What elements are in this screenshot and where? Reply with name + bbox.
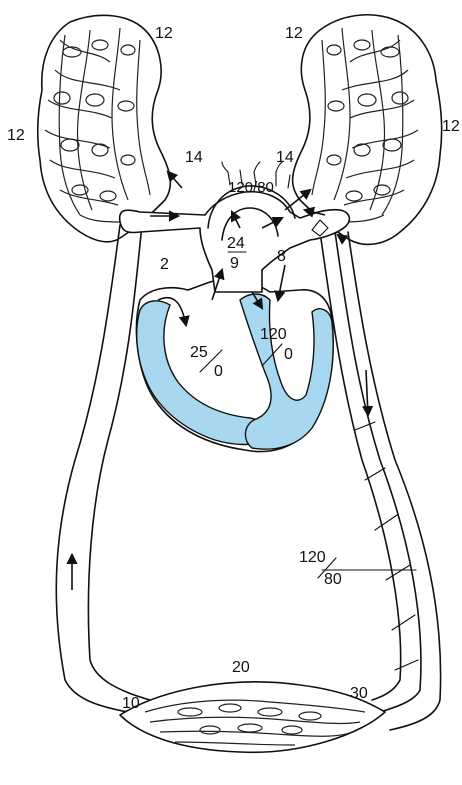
left-lung [38,15,171,242]
label-left-atrium: 8 [277,248,286,265]
label-left-ventricle-den: 0 [284,346,293,363]
label-pulm-artery-right: 14 [276,149,294,166]
label-capillary-arterial: 30 [350,685,368,702]
systemic-arteries [320,232,441,730]
label-pulm-trunk-num: 24 [227,235,245,252]
label-systemic-artery-num: 120 [299,549,326,566]
label-systemic-artery-den: 80 [324,571,342,588]
label-lung-right-side: 12 [442,118,460,135]
label-capillary-mid: 20 [232,659,250,676]
label-lung-left-side: 12 [7,127,25,144]
label-right-ventricle-den: 0 [214,363,223,380]
systemic-veins [56,225,150,715]
label-right-ventricle-num: 25 [190,344,208,361]
label-pulm-artery-left: 14 [185,149,203,166]
right-lung [293,15,442,245]
heart [136,280,333,452]
label-aorta-arch: 120/80 [228,179,274,196]
label-left-ventricle-num: 120 [260,326,287,343]
label-lung-left-top: 12 [155,25,173,42]
tissue-capillary-bed [120,682,385,752]
label-pulm-trunk-den: 9 [230,255,239,272]
label-vein-side: 10 [122,695,140,712]
label-lung-right-top: 12 [285,25,303,42]
label-right-atrium: 2 [160,256,169,273]
